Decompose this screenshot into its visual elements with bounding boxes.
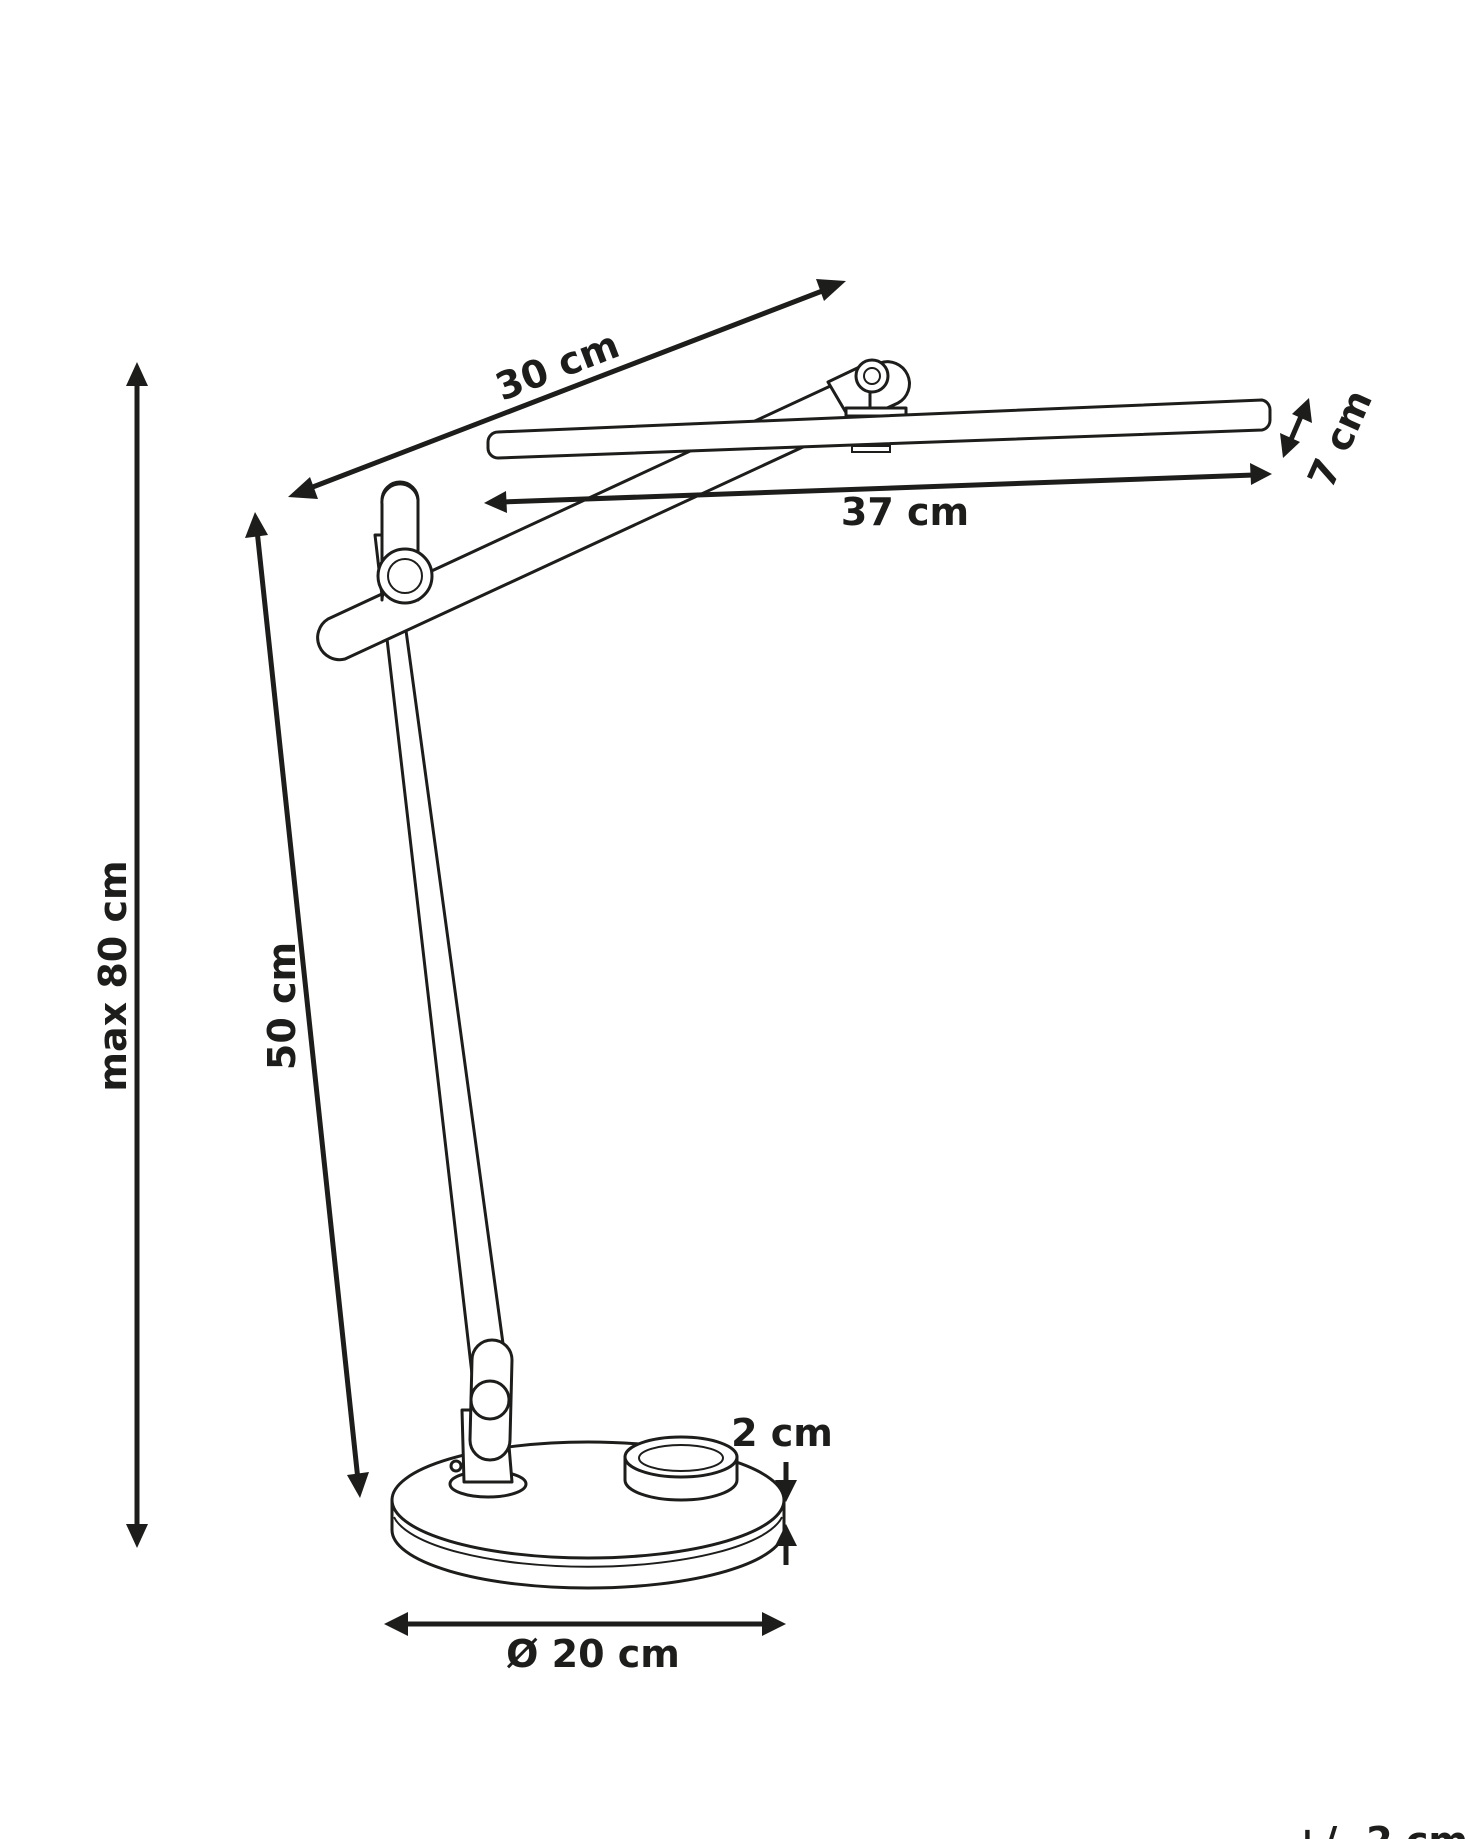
- label-tolerance: +/- 2 cm: [1291, 1819, 1468, 1839]
- dim-head-thickness: [1280, 398, 1312, 458]
- lamp-head: [486, 398, 1272, 460]
- lamp-base: [390, 1408, 786, 1590]
- label-arm-upper: 30 cm: [490, 322, 625, 409]
- dimension-lines: [126, 279, 1312, 1636]
- lamp-upper-arm: [316, 360, 911, 662]
- dimension-labels: max 80 cm 50 cm 30 cm 37 cm 7 cm 2 cm Ø …: [91, 322, 1468, 1839]
- label-max-height: max 80 cm: [91, 860, 135, 1091]
- dim-arm-lower: [245, 512, 369, 1498]
- dim-max-height: [126, 362, 148, 1548]
- label-head-thickness: 7 cm: [1299, 383, 1381, 494]
- lamp-drawing: [316, 358, 1272, 1590]
- dim-base-height: [775, 1462, 797, 1565]
- dim-head-length: [484, 463, 1272, 513]
- label-base-diameter: Ø 20 cm: [506, 1632, 680, 1676]
- lamp-head-hinge: [826, 358, 908, 418]
- dim-base-diameter: [384, 1612, 786, 1636]
- label-head-length: 37 cm: [841, 490, 969, 534]
- lamp-lower-arm: [373, 533, 514, 1462]
- label-arm-lower: 50 cm: [260, 942, 304, 1070]
- label-base-height: 2 cm: [731, 1411, 833, 1455]
- dim-arm-upper: [288, 279, 846, 499]
